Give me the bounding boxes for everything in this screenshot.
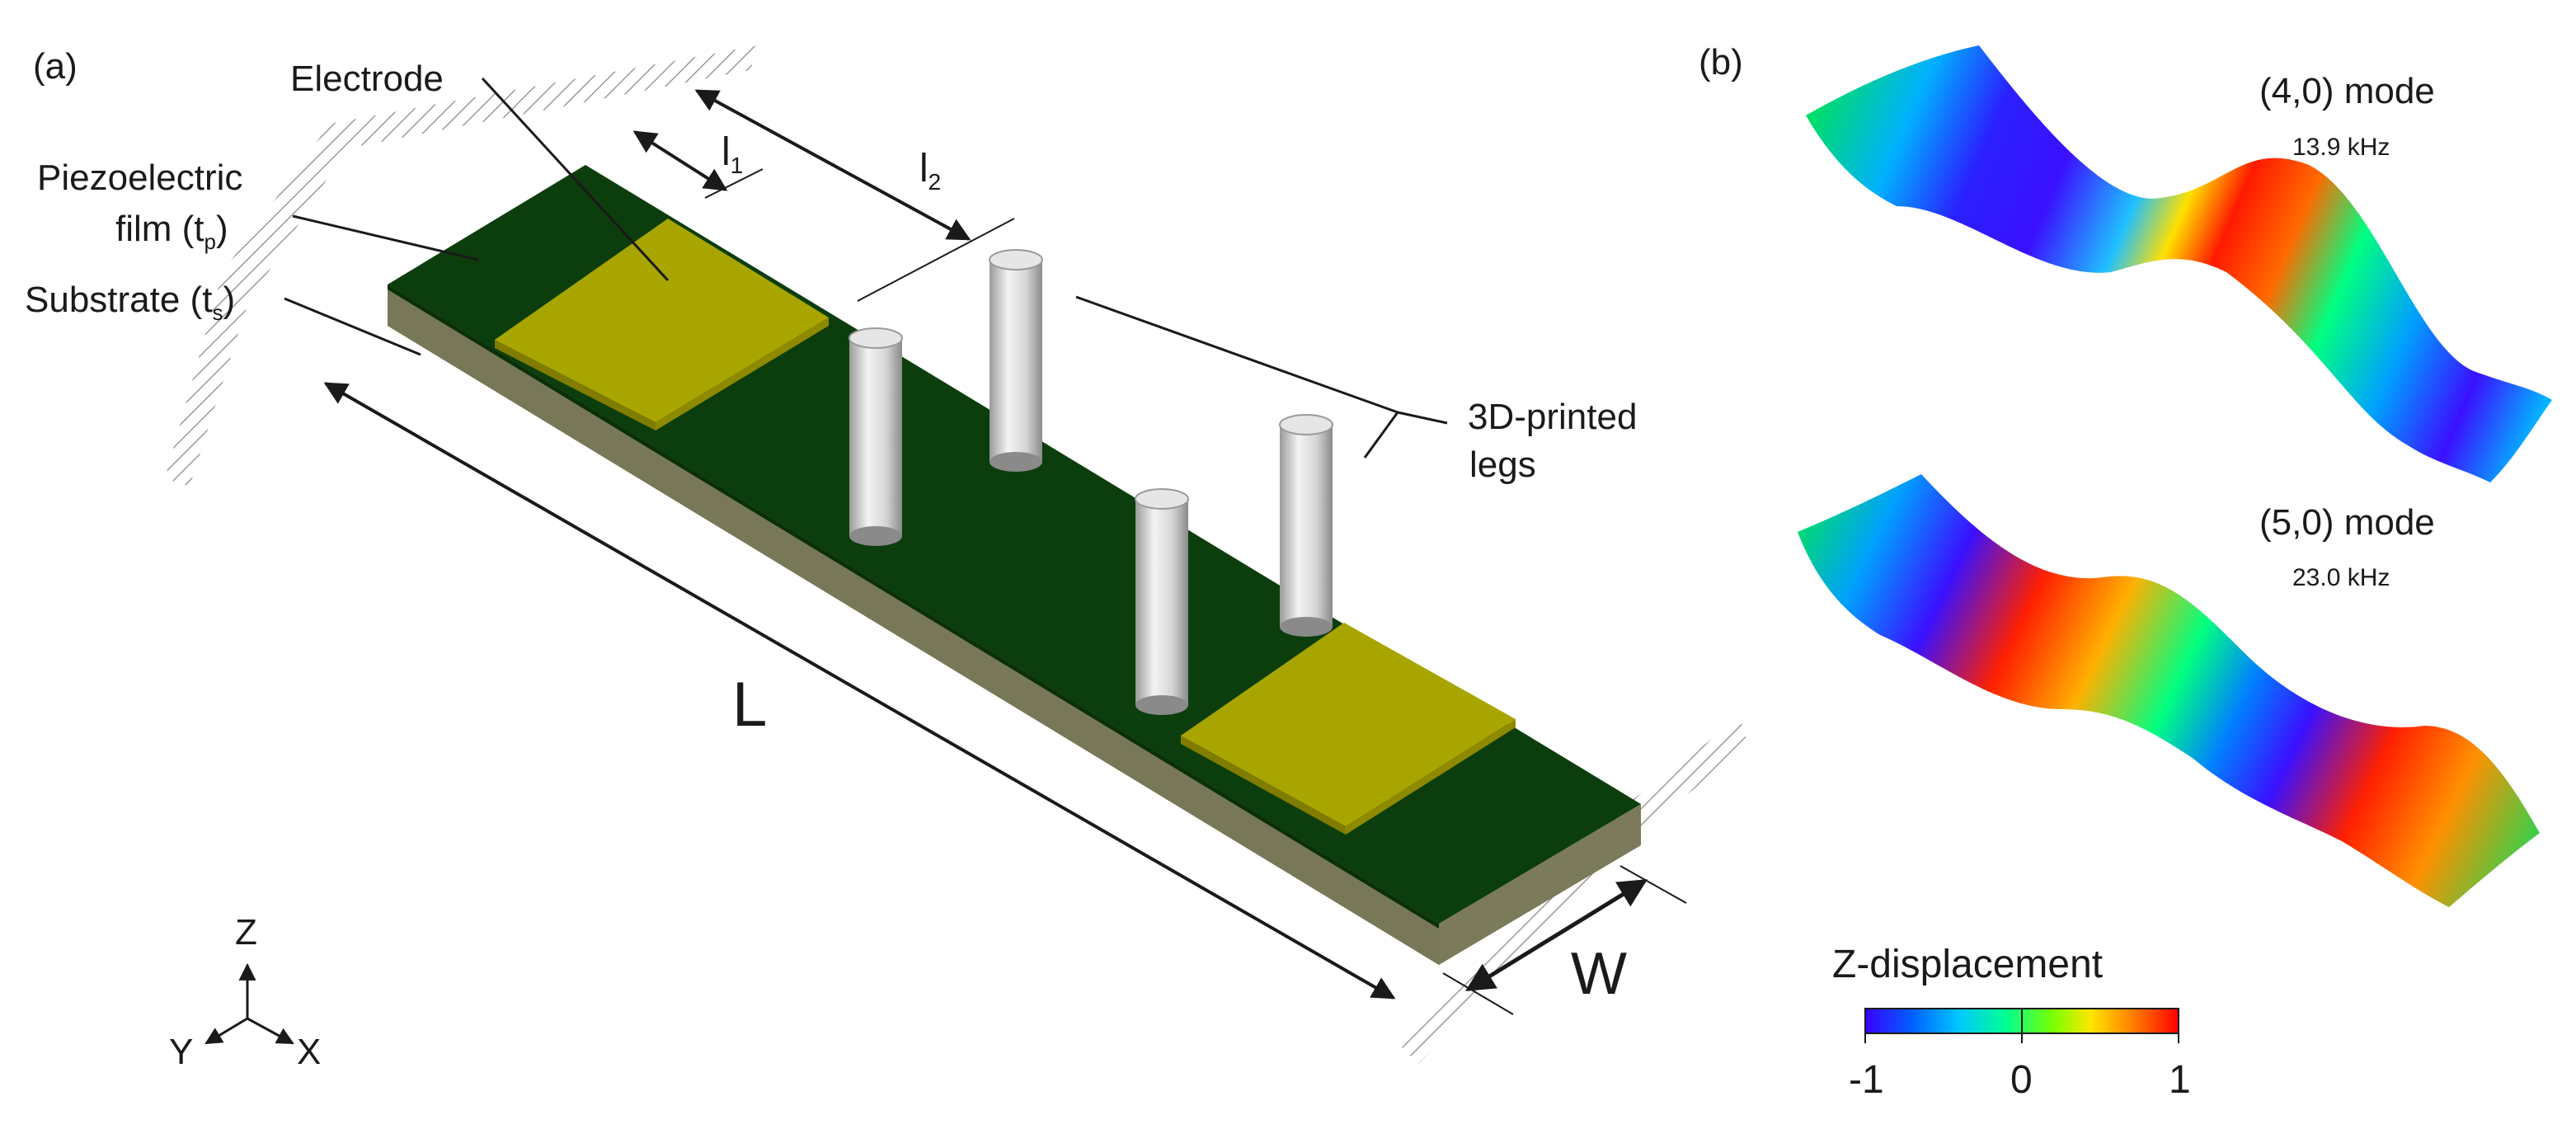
mode-5-0-freq: 23.0 kHz — [2292, 564, 2390, 591]
leg-4 — [1279, 414, 1333, 637]
leg-1 — [848, 327, 903, 546]
colorbar-tick-mid: 0 — [2010, 1058, 2033, 1102]
electrode-leader — [481, 77, 670, 282]
legs-label-line1: 3D-printed — [1468, 397, 1637, 437]
legs-label-line2: legs — [1469, 445, 1536, 485]
substrate-label: Substrate (ts) — [25, 280, 235, 325]
piezo-label-line1: Piezoelectric — [37, 158, 242, 198]
mode-4-0-surface — [1806, 45, 2552, 482]
panel-a-label: (a) — [33, 46, 78, 87]
axis-triad: Z Y X — [169, 912, 321, 1072]
panel-b: (b) (4,0) mode 13.9 kHz (5,0) mode 23.0 … — [1699, 42, 2552, 1102]
width-arrow — [1465, 878, 1648, 992]
mode-5-0-name: (5,0) mode — [2259, 502, 2435, 543]
substrate-leader — [284, 297, 421, 356]
l1-label: l1 — [722, 130, 743, 178]
left-clamp-hatch — [165, 45, 759, 487]
axis-x-label: X — [297, 1032, 321, 1072]
width-tick-2 — [1619, 865, 1687, 904]
axis-z-label: Z — [235, 912, 257, 953]
piezo-label-line2: film (tp) — [115, 209, 228, 254]
leg-2 — [989, 249, 1043, 472]
colorbar-tick-min: -1 — [1849, 1058, 1884, 1102]
colorbar: Z-displacement -1 0 1 — [1832, 943, 2191, 1102]
l1-arrow — [632, 130, 728, 191]
piezo-leader — [292, 214, 479, 261]
width-tick-1 — [1442, 972, 1514, 1015]
legs-leader — [1075, 295, 1400, 459]
legs-leader-2 — [1397, 411, 1448, 425]
axis-y-label: Y — [169, 1032, 193, 1072]
l2-arrow — [694, 89, 971, 241]
mode-4-0-freq: 13.9 kHz — [2292, 134, 2390, 161]
l2-label: l2 — [919, 147, 941, 195]
panel-a: (a) Electrode Piezoelectric film (tp) Su… — [25, 45, 1748, 1072]
electrode-left — [495, 219, 829, 422]
mode-5-0-surface — [1798, 474, 2540, 907]
length-label: L — [732, 670, 767, 740]
electrode-label: Electrode — [290, 59, 444, 99]
colorbar-tick-max: 1 — [2169, 1058, 2191, 1102]
colorbar-title: Z-displacement — [1832, 943, 2103, 986]
mode-4-0-name: (4,0) mode — [2259, 71, 2435, 111]
l2-tick — [857, 218, 1015, 302]
length-arrow — [323, 382, 1396, 1000]
panel-b-label: (b) — [1699, 42, 1743, 82]
width-label: W — [1571, 941, 1627, 1007]
leg-3 — [1135, 488, 1189, 715]
